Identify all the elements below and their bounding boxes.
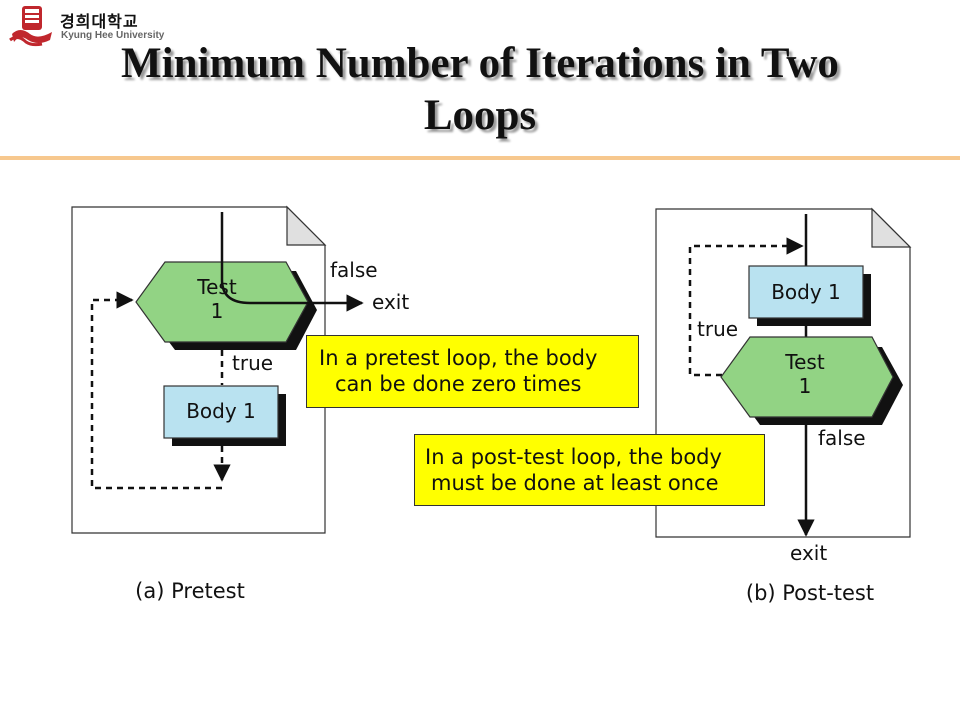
pretest-test-hexagon bbox=[135, 261, 309, 343]
title-line-1: Minimum Number of Iterations in Two bbox=[121, 40, 839, 87]
posttest-diagram: true Body 1 Test 1 false exit (b) Post-t… bbox=[655, 207, 912, 605]
pretest-false-label: false bbox=[330, 258, 378, 282]
pretest-body-label: Body 1 bbox=[186, 399, 256, 423]
title-divider bbox=[0, 156, 960, 160]
posttest-test-label-line1: Test bbox=[784, 350, 825, 374]
pretest-page-fold-icon bbox=[286, 205, 327, 246]
logo-english-text: Kyung Hee University bbox=[61, 30, 165, 41]
logo-korean-text: 경희대학교 bbox=[60, 14, 139, 31]
posttest-callout: In a post-test loop, the body must be do… bbox=[414, 434, 765, 506]
posttest-page-fold-icon bbox=[871, 207, 912, 248]
posttest-test-hexagon bbox=[720, 336, 894, 418]
pretest-callout-line2: can be done zero times bbox=[335, 372, 582, 396]
pretest-body-box bbox=[163, 385, 279, 439]
posttest-exit-label: exit bbox=[790, 541, 827, 565]
pretest-diagram: Test 1 false exit true Body 1 (a) Pretes… bbox=[71, 205, 409, 603]
posttest-callout-line1: In a post-test loop, the body bbox=[425, 445, 722, 469]
pretest-test-label-line1: Test bbox=[196, 275, 237, 299]
posttest-body-box bbox=[748, 265, 864, 319]
university-emblem-icon bbox=[9, 6, 52, 47]
posttest-caption: (b) Post-test bbox=[746, 581, 874, 605]
posttest-callout-line2: must be done at least once bbox=[431, 471, 719, 495]
pretest-callout: In a pretest loop, the body can be done … bbox=[306, 335, 639, 408]
pretest-test-label-line2: 1 bbox=[211, 299, 224, 323]
pretest-exit-arrow bbox=[220, 212, 364, 312]
pretest-true-label: true bbox=[232, 351, 273, 375]
page-title: Minimum Number of Iterations in Two Loop… bbox=[60, 38, 900, 142]
pretest-loop-back-arrow bbox=[90, 291, 222, 490]
pretest-callout-line1: In a pretest loop, the body bbox=[319, 346, 598, 370]
posttest-false-label: false bbox=[818, 426, 866, 450]
posttest-test-label-line2: 1 bbox=[799, 374, 812, 398]
posttest-true-label: true bbox=[697, 317, 738, 341]
posttest-body-label: Body 1 bbox=[771, 280, 841, 304]
posttest-loop-back-arrow bbox=[688, 237, 804, 377]
pretest-caption: (a) Pretest bbox=[135, 579, 245, 603]
pretest-page-frame bbox=[71, 206, 326, 534]
university-logo: 경희대학교 Kyung Hee University bbox=[8, 4, 168, 48]
title-line-2: Loops bbox=[423, 92, 537, 139]
pretest-exit-label: exit bbox=[372, 290, 409, 314]
